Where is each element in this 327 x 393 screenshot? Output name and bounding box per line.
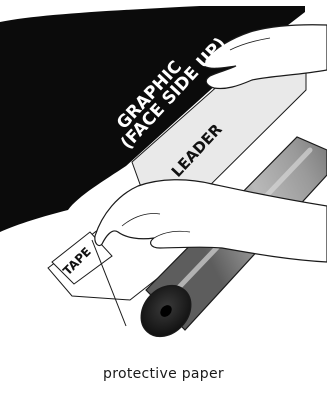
protective-paper-caption: protective paper (0, 366, 327, 382)
